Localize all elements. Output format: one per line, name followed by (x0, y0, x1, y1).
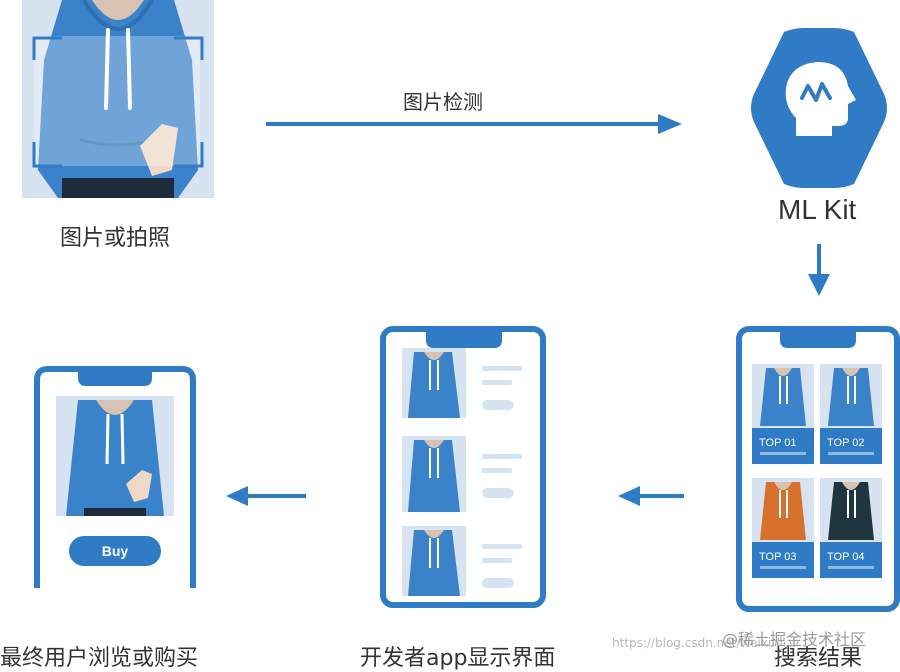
ml-kit-hexagon-icon (751, 28, 887, 188)
result-tile-label: TOP 02 (827, 437, 865, 449)
developer-app-caption: 开发者app显示界面 (360, 646, 556, 671)
search-results-phone (736, 326, 900, 612)
arrow-right-icon (266, 114, 682, 134)
end-user-caption: 最终用户浏览或购买 (0, 646, 199, 671)
result-tile-label: TOP 03 (759, 551, 797, 563)
head-icon (785, 62, 856, 136)
arrow-left-icon (618, 486, 684, 506)
detection-label: 图片检测 (403, 90, 483, 114)
arrow-left-icon (226, 486, 306, 506)
arrow-down-icon (808, 244, 830, 296)
buy-button[interactable]: Buy (69, 536, 161, 566)
end-user-phone (34, 366, 196, 588)
result-tile-label: TOP 04 (827, 551, 865, 563)
source-photo (22, 0, 214, 198)
watermark-url: https://blog.csdn.net/weixin_... (612, 636, 797, 650)
result-tile-label: TOP 01 (759, 437, 797, 449)
ml-kit-label: ML Kit (778, 194, 857, 225)
search-results-caption: 搜索结果 (774, 646, 863, 671)
source-caption: 图片或拍照 (60, 226, 171, 251)
watermark-site: @稀土掘金技术社区 (722, 630, 867, 649)
developer-app-phone (380, 326, 546, 608)
